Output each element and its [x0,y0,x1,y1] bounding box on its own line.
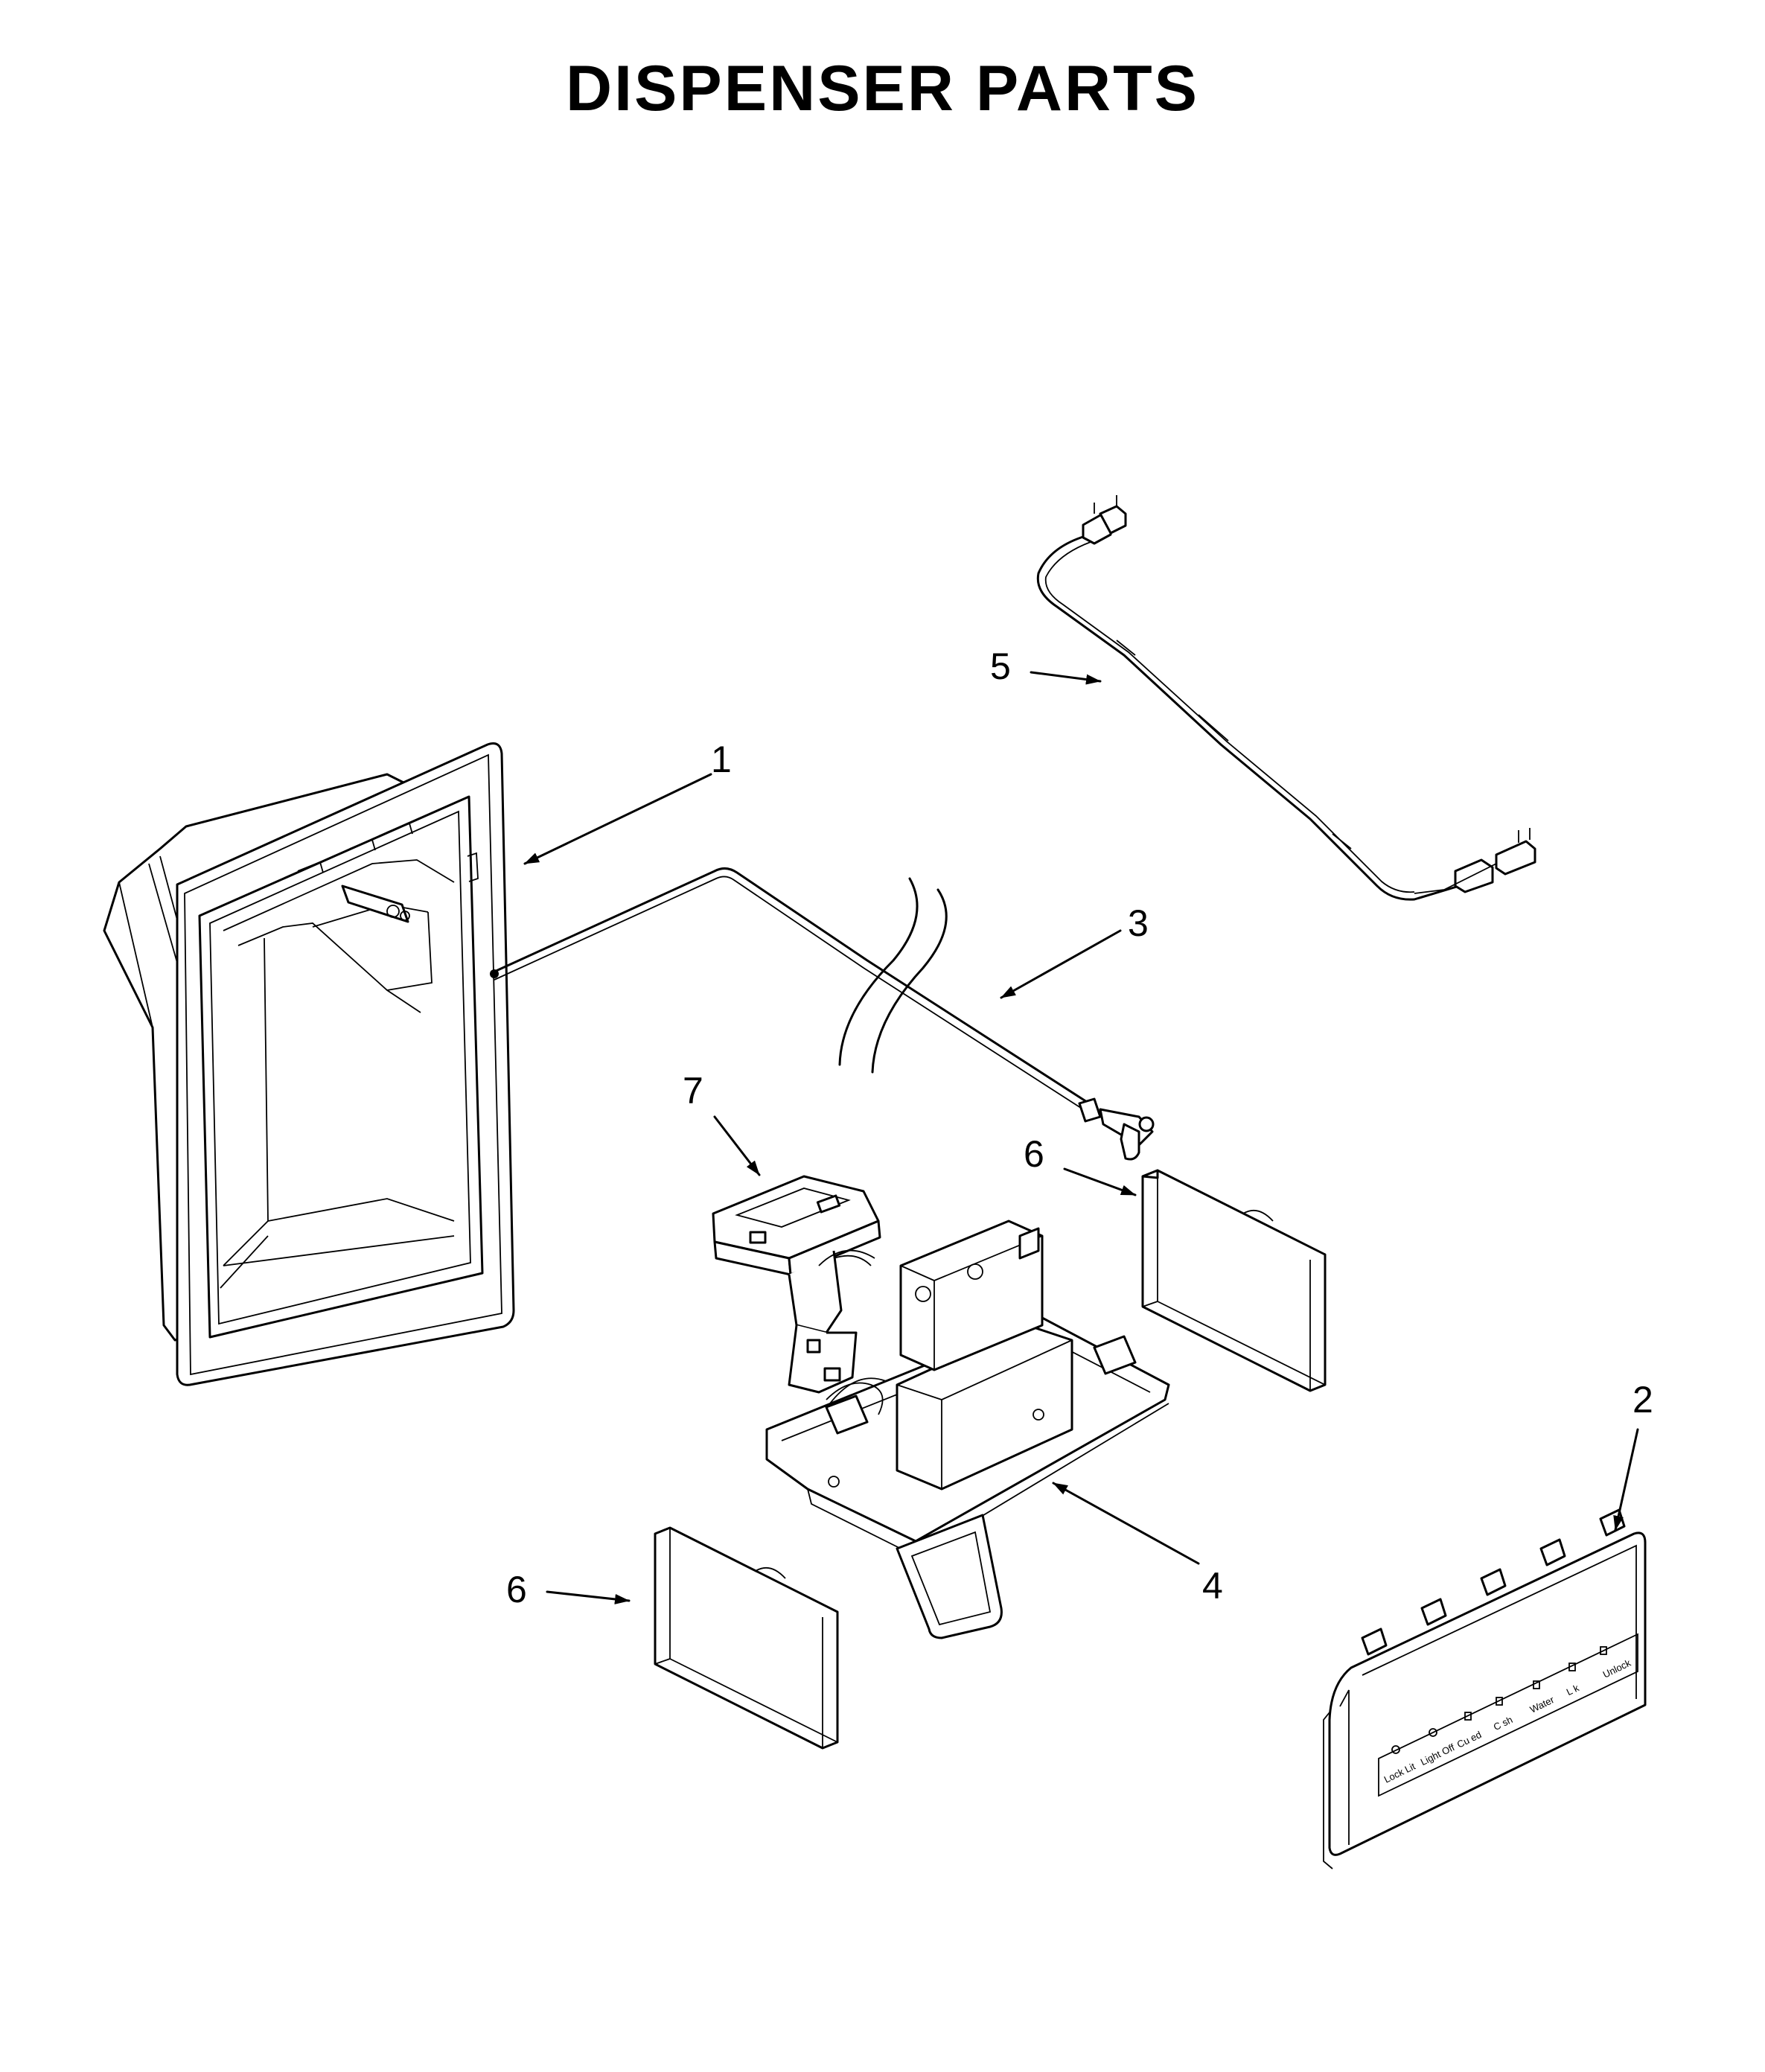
part-6-cover-upper [1141,1169,1327,1392]
arrow-part-2 [1613,1428,1639,1531]
arrow-part-4 [1052,1482,1200,1565]
panel-label: L k [1565,1682,1581,1698]
callout-part-6-upper: 6 [1024,1133,1044,1175]
callout-part-5: 5 [990,645,1011,687]
diagram-title: DISPENSER PARTS [566,53,1199,124]
arrow-part-5 [1030,671,1102,685]
arrow-part-1 [523,773,712,865]
part-7-actuator [712,1175,881,1394]
part-1-dispenser-housing [103,742,515,1386]
callout-part-2: 2 [1632,1379,1653,1421]
part-6-cover-lower [654,1526,839,1750]
callout-part-3: 3 [1128,902,1149,944]
callout-part-4: 4 [1202,1565,1223,1607]
part-4-control-base [765,1220,1170,1639]
arrow-part-6-lower [546,1590,631,1604]
callout-part-6-lower: 6 [506,1569,527,1610]
callout-part-7: 7 [683,1070,703,1112]
callout-part-1: 1 [711,739,732,780]
leader-arrows [523,671,1639,1604]
part-5-wire-harness [1036,495,1536,901]
arrow-part-6-upper [1063,1167,1137,1196]
part-3-water-tube [490,867,1155,1161]
arrow-part-7 [713,1115,761,1176]
arrow-part-3 [1000,929,1122,999]
